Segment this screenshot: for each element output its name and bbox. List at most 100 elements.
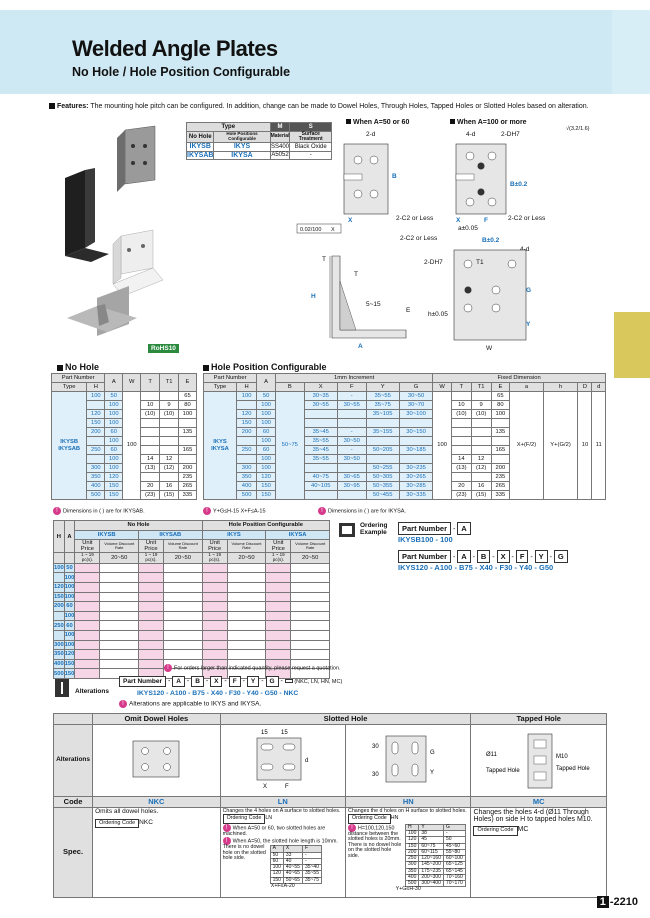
svg-text:T1: T1 <box>476 259 484 266</box>
svg-text:X: X <box>331 227 335 233</box>
ordering-field: G <box>553 550 568 563</box>
svg-text:B±0.2: B±0.2 <box>510 181 528 188</box>
no-hole-title: No Hole <box>57 362 99 372</box>
svg-text:a±0.05: a±0.05 <box>458 225 478 232</box>
ordering-value: Y40 <box>518 563 533 572</box>
alterations-header: Alterations Part Number - A - B - X - F … <box>53 676 363 714</box>
ordering-value: B75 <box>459 563 473 572</box>
price-row: 100 <box>53 629 330 641</box>
note-quotation: !For orders larger than indicated quanti… <box>164 664 341 672</box>
alteration-codes: (NKC, LN, HN, MC) <box>292 679 343 685</box>
svg-text:A: A <box>358 343 363 350</box>
svg-text:Ø11: Ø11 <box>486 752 498 758</box>
svg-text:2-C2 or Less: 2-C2 or Less <box>508 215 546 222</box>
alteration-code-field <box>284 679 293 683</box>
ordering-field: B <box>476 550 491 563</box>
svg-text:T: T <box>322 256 326 263</box>
hole-position-title: Hole Position Configurable <box>203 362 327 372</box>
alteration-field: A <box>172 676 185 687</box>
alteration-field: Y <box>246 676 260 687</box>
svg-text:5~15: 5~15 <box>366 301 381 308</box>
svg-text:30: 30 <box>372 772 379 778</box>
page-number: 1-2210 <box>596 896 638 908</box>
note-ikysa: !Dimensions in ( ) are for IKYSA. <box>318 507 406 515</box>
svg-text:F: F <box>484 217 488 224</box>
svg-text:Y: Y <box>526 321 531 328</box>
technical-drawings: When A=50 or 60 When A=100 or more √(3.2… <box>296 119 590 352</box>
product-photos <box>57 118 187 350</box>
svg-text:E: E <box>406 307 411 314</box>
section-side-tab <box>614 312 650 378</box>
svg-text:4-d: 4-d <box>466 131 476 138</box>
ordering-icon <box>339 523 355 537</box>
ordering-value: X40 <box>479 563 493 572</box>
svg-text:2-DH7: 2-DH7 <box>501 131 520 138</box>
price-row: 100 <box>53 572 330 583</box>
note-ikysab: !Dimensions in ( ) are for IKYSAB. <box>53 507 145 515</box>
svg-text:0.02/100: 0.02/100 <box>300 227 321 233</box>
svg-text:Tapped Hole: Tapped Hole <box>556 766 590 772</box>
drill-icon <box>55 679 69 697</box>
svg-text:F: F <box>285 784 289 790</box>
svg-text:Y: Y <box>430 770 434 776</box>
omit-dowel-drawing <box>133 740 180 778</box>
svg-text:When A=100 or more: When A=100 or more <box>457 119 527 126</box>
svg-text:2-C2 or Less: 2-C2 or Less <box>400 235 438 242</box>
page-subtitle: No Hole / Hole Position Configurable <box>72 65 291 79</box>
svg-text:15: 15 <box>261 730 268 736</box>
alteration-field: F <box>228 676 241 687</box>
svg-text:4-d: 4-d <box>520 246 530 253</box>
svg-text:X: X <box>263 784 267 790</box>
svg-text:X: X <box>348 217 353 224</box>
svg-text:X: X <box>456 217 461 224</box>
ordering-field: X <box>496 550 510 563</box>
ordering-value: F30 <box>499 563 513 572</box>
svg-text:Tapped Hole: Tapped Hole <box>486 768 520 774</box>
svg-text:W: W <box>486 345 493 352</box>
svg-text:2-d: 2-d <box>366 131 376 138</box>
product-photo-image <box>65 125 164 336</box>
svg-text:30: 30 <box>372 744 379 750</box>
svg-text:d: d <box>305 758 308 764</box>
ordering-field: F <box>515 550 529 563</box>
svg-text:√(3.2/1.6): √(3.2/1.6) <box>566 125 590 132</box>
alteration-field: B <box>191 676 204 687</box>
svg-text:B±0.2: B±0.2 <box>482 237 500 244</box>
svg-text:2-C2 or Less: 2-C2 or Less <box>396 215 434 222</box>
svg-text:G: G <box>430 750 435 756</box>
svg-text:2-DH7: 2-DH7 <box>424 259 443 266</box>
svg-text:h±0.05: h±0.05 <box>428 311 448 318</box>
svg-text:H: H <box>311 293 316 300</box>
rohs-badge: RoHS10 <box>148 344 179 353</box>
svg-text:When A=50 or 60: When A=50 or 60 <box>353 119 409 126</box>
ordering-field: Y <box>534 550 548 563</box>
alteration-field: X <box>210 676 223 687</box>
